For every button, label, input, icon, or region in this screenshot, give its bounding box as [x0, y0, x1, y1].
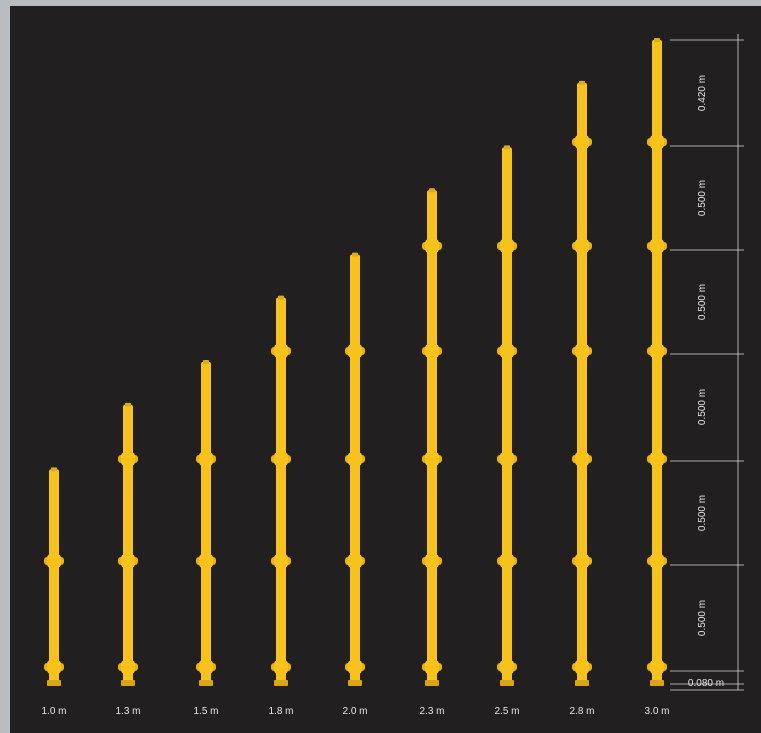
standard-length-label: 2.8 m	[569, 706, 594, 717]
standard-top-cap	[429, 188, 435, 193]
rosette-node-cup	[500, 660, 514, 674]
rosette-node-cup	[650, 239, 664, 253]
dimension-label-segment: 0.500 m	[697, 284, 708, 320]
standard-tube	[276, 297, 286, 682]
rosette-node-cup	[575, 554, 589, 568]
standard-tube	[201, 362, 211, 682]
standard-foot	[425, 680, 439, 686]
standard-tube	[502, 147, 512, 683]
rosette-node-cup	[575, 239, 589, 253]
rosette-node-cup	[575, 660, 589, 674]
rosette-node-cup	[425, 239, 439, 253]
rosette-node-cup	[274, 452, 288, 466]
standard-top-cap	[278, 295, 284, 300]
standard-tube	[427, 190, 437, 682]
standard-length-label: 1.5 m	[193, 706, 218, 717]
rosette-node-cup	[650, 135, 664, 149]
rosette-node-cup	[650, 554, 664, 568]
standard-foot	[348, 680, 362, 686]
rosette-node-cup	[348, 344, 362, 358]
standard-1: 1.0 m	[41, 467, 67, 717]
standard-top-cap	[504, 145, 510, 150]
rosette-node-cup	[425, 452, 439, 466]
dimension-label-base: 0.080 m	[688, 678, 724, 689]
rosette-node-cup	[575, 135, 589, 149]
rosette-node-cup	[425, 660, 439, 674]
rosette-node-cup	[348, 554, 362, 568]
standard-4: 1.8 m	[268, 295, 294, 717]
standard-tube	[123, 404, 133, 682]
standard-tube	[652, 40, 662, 682]
dimension-label-segment: 0.500 m	[697, 180, 708, 216]
rosette-node-cup	[274, 554, 288, 568]
standard-length-label: 2.5 m	[494, 706, 519, 717]
rosette-node-cup	[500, 239, 514, 253]
rosette-node-cup	[500, 554, 514, 568]
rosette-node-cup	[121, 452, 135, 466]
rosette-node-cup	[348, 660, 362, 674]
standard-foot	[47, 680, 61, 686]
standard-length-label: 2.0 m	[342, 706, 367, 717]
rosette-node-cup	[199, 452, 213, 466]
rosette-node-cup	[425, 344, 439, 358]
standard-6: 2.3 m	[419, 188, 445, 717]
rosette-node-cup	[650, 344, 664, 358]
standard-top-cap	[654, 38, 660, 42]
standard-top-cap	[125, 402, 131, 407]
standard-tube	[577, 82, 587, 682]
rosette-node-cup	[47, 554, 61, 568]
standard-top-cap	[352, 252, 358, 257]
standard-top-cap	[579, 80, 585, 85]
rosette-node-cup	[199, 660, 213, 674]
standard-foot	[274, 680, 288, 686]
rosette-node-cup	[500, 344, 514, 358]
standard-foot	[575, 680, 589, 686]
rosette-node-cup	[575, 452, 589, 466]
dimension-lines: 0.420 m 0.500 m 0.500 m 0.500 m 0.500 m 0.500…	[670, 34, 744, 691]
standard-3: 1.5 m	[193, 360, 219, 717]
rosette-node-cup	[348, 452, 362, 466]
rosette-node-cup	[650, 452, 664, 466]
standard-top-cap	[203, 360, 209, 364]
standard-length-label: 1.8 m	[268, 706, 293, 717]
rosette-node-cup	[650, 660, 664, 674]
diagram-panel	[10, 6, 761, 733]
rosette-node-cup	[274, 660, 288, 674]
standard-length-label: 1.3 m	[115, 706, 140, 717]
standard-length-label: 1.0 m	[41, 706, 66, 717]
standard-foot	[650, 680, 664, 686]
rosette-node-cup	[121, 554, 135, 568]
rosette-node-cup	[199, 554, 213, 568]
dimension-label-segment: 0.500 m	[697, 389, 708, 425]
rosette-node-cup	[425, 554, 439, 568]
standard-9: 3.0 m	[644, 38, 670, 717]
standard-7: 2.5 m	[494, 145, 520, 717]
standard-foot	[500, 680, 514, 686]
dimension-label-segment: 0.500 m	[697, 600, 708, 636]
standard-8: 2.8 m	[569, 80, 595, 717]
standard-2: 1.3 m	[115, 402, 141, 717]
dimension-label-top: 0.420 m	[697, 75, 708, 111]
rosette-node-cup	[121, 660, 135, 674]
rosette-node-cup	[274, 344, 288, 358]
standard-length-label: 2.3 m	[419, 706, 444, 717]
standard-tube	[49, 469, 59, 682]
dimension-label-segment: 0.500 m	[697, 495, 708, 531]
rosette-node-cup	[575, 344, 589, 358]
standard-tube	[350, 254, 360, 682]
standard-foot	[121, 680, 135, 686]
standard-5: 2.0 m	[342, 252, 368, 717]
standard-length-label: 3.0 m	[644, 706, 669, 717]
rosette-node-cup	[47, 660, 61, 674]
standard-foot	[199, 680, 213, 686]
rosette-node-cup	[500, 452, 514, 466]
standard-top-cap	[51, 467, 57, 472]
